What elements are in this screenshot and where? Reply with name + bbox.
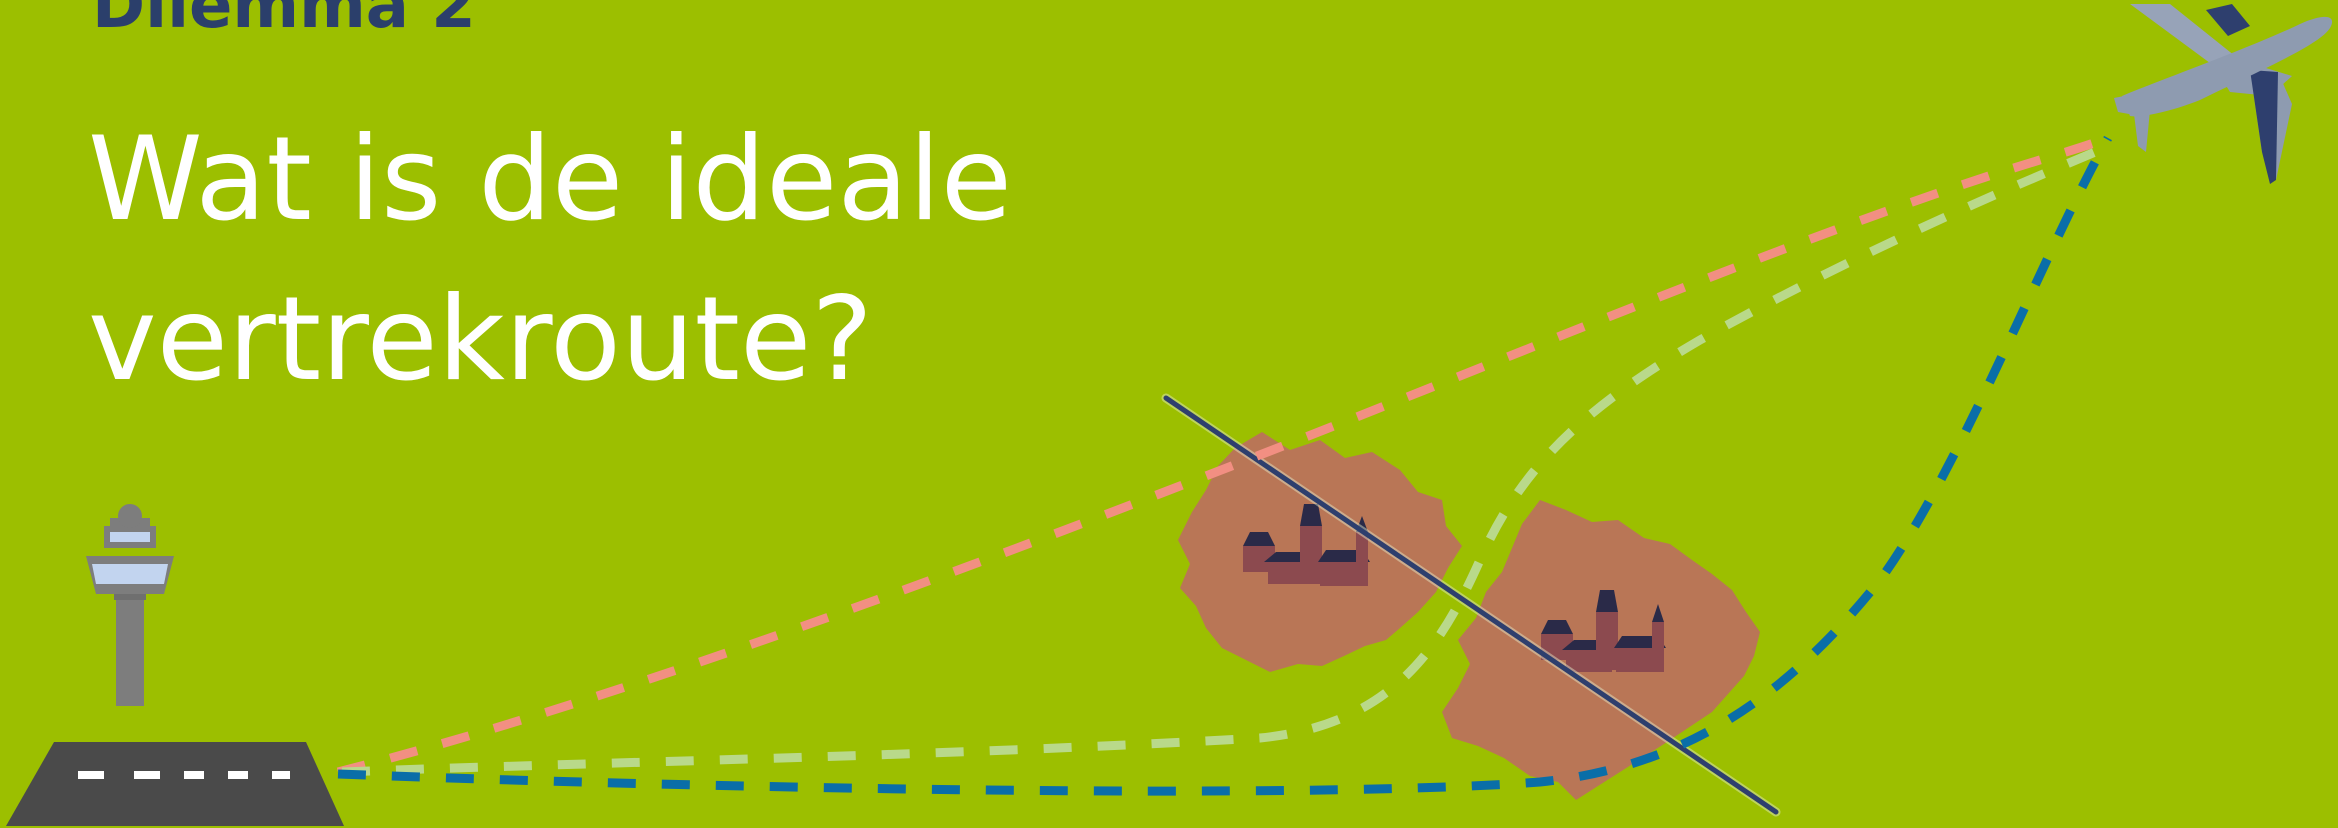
runway-icon [6,742,344,826]
dilemma-subtitle: Dilemma 2 [92,0,476,46]
title-line-2: vertrekroute? [88,260,1012,420]
title-line-1: Wat is de ideale [88,100,1012,260]
page-title: Wat is de ideale vertrekroute? [88,100,1012,420]
